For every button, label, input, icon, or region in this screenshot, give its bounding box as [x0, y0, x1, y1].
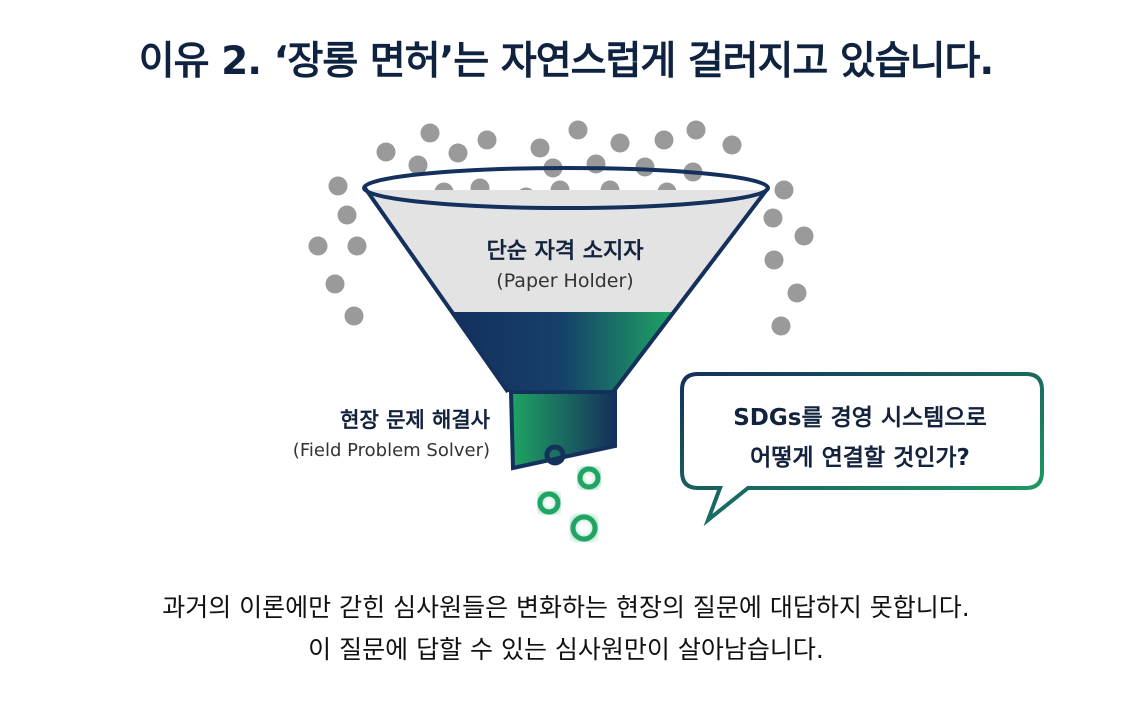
gray-dot [686, 120, 706, 140]
speech-bubble [680, 372, 1044, 527]
funnel-rim [362, 166, 770, 210]
gray-dot [477, 130, 497, 150]
gray-dot [448, 143, 468, 163]
gray-dot [308, 236, 328, 256]
footer-line-2: 이 질문에 답할 수 있는 심사원만이 살아남습니다. [308, 635, 824, 664]
gray-dot [654, 130, 674, 150]
output-sublabel: (Field Problem Solver) [292, 440, 490, 461]
gray-dot [420, 123, 440, 143]
gray-dot [774, 180, 794, 200]
gray-dot [787, 283, 807, 303]
footer-line-1: 과거의 이론에만 갇힌 심사원들은 변화하는 현장의 질문에 대답하지 못합니다… [162, 593, 970, 622]
gray-dot [722, 135, 742, 155]
funnel-label: 단순 자격 소지자 [486, 239, 644, 264]
funnel-outline [363, 186, 770, 394]
funnel-gray-band [365, 190, 768, 312]
gray-dot [763, 208, 783, 228]
gray-dot [530, 138, 550, 158]
gray-dot [337, 205, 357, 225]
gray-dot [568, 120, 588, 140]
gray-dot [794, 226, 814, 246]
output-label: 현장 문제 해결사 [340, 408, 490, 432]
bubble-line-2: 어떻게 연결할 것인가? [750, 445, 970, 471]
bubble-line-1: SDGs를 경영 시스템으로 [733, 405, 987, 431]
gray-dot [328, 176, 348, 196]
gray-dot [408, 155, 428, 175]
gray-dot [586, 154, 606, 174]
gray-dot [610, 133, 630, 153]
gray-dot [771, 316, 791, 336]
slide-title: 이유 2. ‘장롱 면허’는 자연스럽게 걸러지고 있습니다. [138, 39, 994, 84]
green-dots [536, 444, 602, 543]
gray-dot [347, 236, 367, 256]
funnel-colored-band [451, 312, 673, 392]
funnel-sublabel: (Paper Holder) [496, 270, 634, 292]
gray-dot [635, 157, 655, 177]
gray-dot [764, 250, 784, 270]
gray-dot [325, 274, 345, 294]
funnel-spout [508, 390, 617, 471]
gray-dot [376, 142, 396, 162]
gray-dot [344, 306, 364, 326]
